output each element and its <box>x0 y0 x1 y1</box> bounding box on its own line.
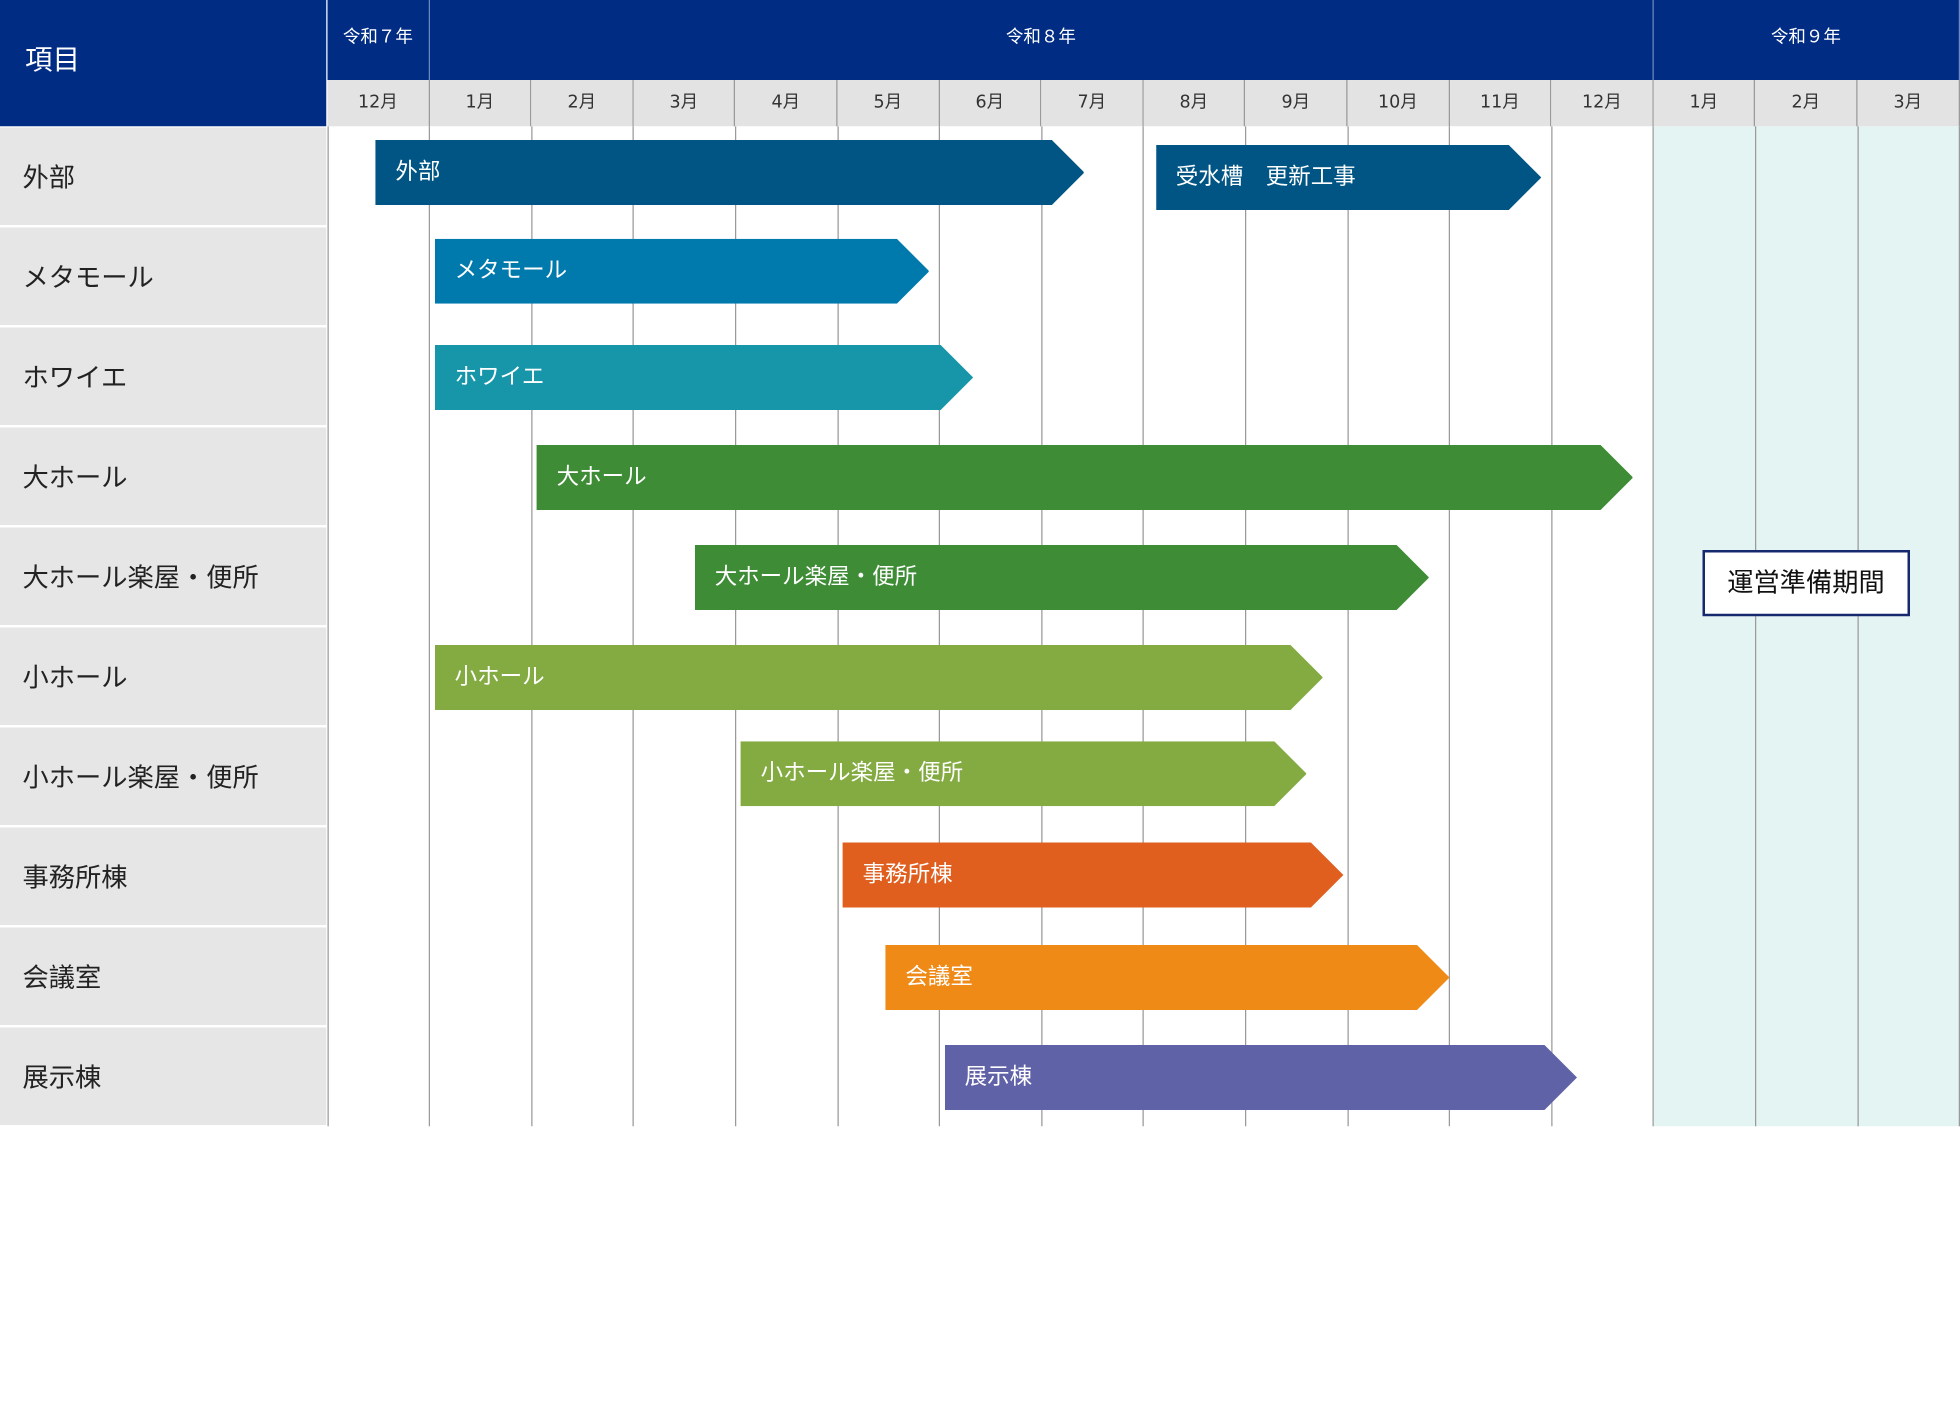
gantt-bar: 大ホール <box>536 445 1634 510</box>
gantt-bar: 展示棟 <box>944 1045 1577 1110</box>
row-label: 小ホール楽屋・便所 <box>0 727 327 825</box>
month-gridline <box>1142 126 1145 1127</box>
month-gridline <box>1652 126 1655 1127</box>
gantt-bar-label: 外部 <box>395 158 441 185</box>
month-gridline <box>1754 126 1757 1127</box>
month-gridline <box>938 126 941 1127</box>
month-header: 12月 <box>327 80 430 127</box>
era-header: 令和９年 <box>1653 0 1960 80</box>
month-gridline <box>1550 126 1553 1127</box>
month-gridline <box>428 126 431 1127</box>
prep-period-background <box>1653 126 1960 1127</box>
month-gridline <box>1448 126 1451 1127</box>
gantt-bar-label: 事務所棟 <box>862 861 953 888</box>
row-label: 大ホール楽屋・便所 <box>0 527 327 625</box>
row-label: メタモール <box>0 227 327 325</box>
row-label: 大ホール <box>0 427 327 525</box>
month-gridline <box>1244 126 1247 1127</box>
gantt-bar: 大ホール楽屋・便所 <box>694 545 1429 610</box>
gantt-bar-label: 会議室 <box>905 963 973 990</box>
gantt-bar-label: 展示棟 <box>964 1063 1033 1090</box>
month-header: 6月 <box>939 80 1042 127</box>
row-label: 外部 <box>0 127 327 225</box>
gantt-bar-label: 大ホール <box>556 463 647 490</box>
gantt-bar-label: 大ホール楽屋・便所 <box>714 563 918 590</box>
gantt-bar: ホワイエ <box>434 345 973 410</box>
month-gridline <box>530 126 533 1127</box>
row-label: 展示棟 <box>0 1027 327 1125</box>
month-header: 2月 <box>531 80 634 127</box>
gantt-bar: メタモール <box>434 238 929 304</box>
month-gridline <box>1856 126 1859 1127</box>
month-header: 9月 <box>1245 80 1348 127</box>
month-gridline <box>1958 126 1960 1127</box>
gantt-bar: 会議室 <box>885 945 1450 1010</box>
gantt-bar-label: メタモール <box>454 257 568 284</box>
row-label: 小ホール <box>0 627 327 725</box>
gantt-bar: 小ホール楽屋・便所 <box>740 741 1307 807</box>
month-header: 2月 <box>1755 80 1858 127</box>
gantt-bar: 小ホール <box>434 645 1323 710</box>
month-gridline <box>632 126 635 1127</box>
month-gridline <box>734 126 737 1127</box>
gantt-bar-label: 小ホール楽屋・便所 <box>760 760 964 787</box>
month-header: 10月 <box>1347 80 1450 127</box>
gantt-bar-label: 受水槽 更新工事 <box>1175 163 1356 190</box>
era-header: 令和８年 <box>429 0 1654 80</box>
gantt-bar: 事務所棟 <box>842 842 1343 908</box>
gantt-bar-label: 小ホール <box>454 663 545 690</box>
item-column-header: 項目 <box>0 0 327 127</box>
month-header: 11月 <box>1449 80 1552 127</box>
row-label: 会議室 <box>0 927 327 1025</box>
month-gridline <box>1040 126 1043 1127</box>
month-header: 4月 <box>735 80 838 127</box>
gantt-bar: 受水槽 更新工事 <box>1155 145 1542 210</box>
month-gridline <box>836 126 839 1127</box>
row-label: ホワイエ <box>0 327 327 425</box>
month-header: 5月 <box>837 80 940 127</box>
month-header: 1月 <box>429 80 532 127</box>
month-header: 3月 <box>1857 80 1960 127</box>
month-gridline <box>326 126 329 1127</box>
gantt-bar: 外部 <box>375 140 1085 205</box>
era-header: 令和７年 <box>327 0 430 80</box>
month-header: 3月 <box>633 80 736 127</box>
row-label: 事務所棟 <box>0 827 327 925</box>
month-header: 7月 <box>1041 80 1144 127</box>
prep-period-label: 運営準備期間 <box>1702 550 1910 617</box>
month-header: 1月 <box>1653 80 1756 127</box>
month-header: 12月 <box>1551 80 1654 127</box>
month-gridline <box>1346 126 1349 1127</box>
month-header: 8月 <box>1143 80 1246 127</box>
gantt-bar-label: ホワイエ <box>454 363 545 390</box>
